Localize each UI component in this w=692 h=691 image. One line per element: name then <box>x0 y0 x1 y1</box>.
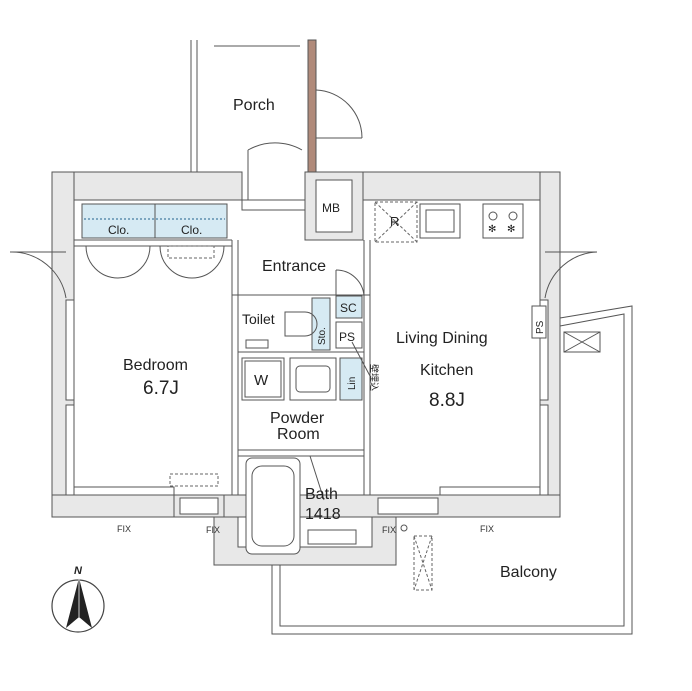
ldk-size-label: 8.8J <box>429 390 465 411</box>
ps-inner-label: PS <box>339 330 355 344</box>
linen-label: Lin <box>347 377 358 390</box>
washer-label: W <box>254 372 269 389</box>
toilet-label: Toilet <box>242 311 275 327</box>
interior-walls <box>74 239 371 495</box>
balcony-label: Balcony <box>500 564 557 581</box>
ldk-label-line2: Kitchen <box>420 362 473 379</box>
fix-label-3: FIX <box>382 525 396 535</box>
storage-label: Sto. <box>317 327 328 345</box>
porch-walls <box>190 39 363 173</box>
powder-fixtures <box>241 341 371 401</box>
wall-embedded-note: 壁埋込 <box>369 364 380 391</box>
powder-label-line1: Powder <box>270 410 325 427</box>
north-compass <box>51 578 105 633</box>
closet-left-label: Clo. <box>108 223 129 237</box>
fix-label-2: FIX <box>206 525 220 535</box>
refrigerator-label: R <box>390 214 399 229</box>
toilet-fixtures <box>245 297 331 351</box>
bathtub <box>245 455 357 555</box>
bedroom-name-label: Bedroom <box>123 357 188 374</box>
svg-text:✻: ✻ <box>507 224 515 235</box>
entrance-door <box>241 142 306 211</box>
porch-label: Porch <box>233 97 275 114</box>
north-label: N <box>74 565 83 577</box>
bedroom-size-label: 6.7J <box>143 378 179 399</box>
fix-label-4: FIX <box>480 524 494 534</box>
ldk-label-line1: Living Dining <box>396 330 488 347</box>
fix-label-1: FIX <box>117 524 131 534</box>
svg-text:✻: ✻ <box>488 224 496 235</box>
ldk-side-door <box>544 251 598 299</box>
bedroom-windows <box>65 299 225 518</box>
kitchen: ✻ ✻ <box>374 201 524 243</box>
ps-outer-label: PS <box>535 320 546 334</box>
balcony-outline <box>271 305 633 635</box>
entrance-label: Entrance <box>262 258 326 275</box>
mb-label: MB <box>322 201 340 215</box>
closet <box>81 203 228 279</box>
bath-name-label: Bath <box>305 486 338 503</box>
powder-label-line2: Room <box>277 426 320 443</box>
bath-size-label: 1418 <box>305 506 341 523</box>
shoe-closet <box>335 269 365 349</box>
shoe-closet-label: SC <box>340 301 357 315</box>
bedroom-side-door <box>9 251 67 299</box>
closet-right-label: Clo. <box>181 223 202 237</box>
ldk-windows <box>377 299 549 515</box>
